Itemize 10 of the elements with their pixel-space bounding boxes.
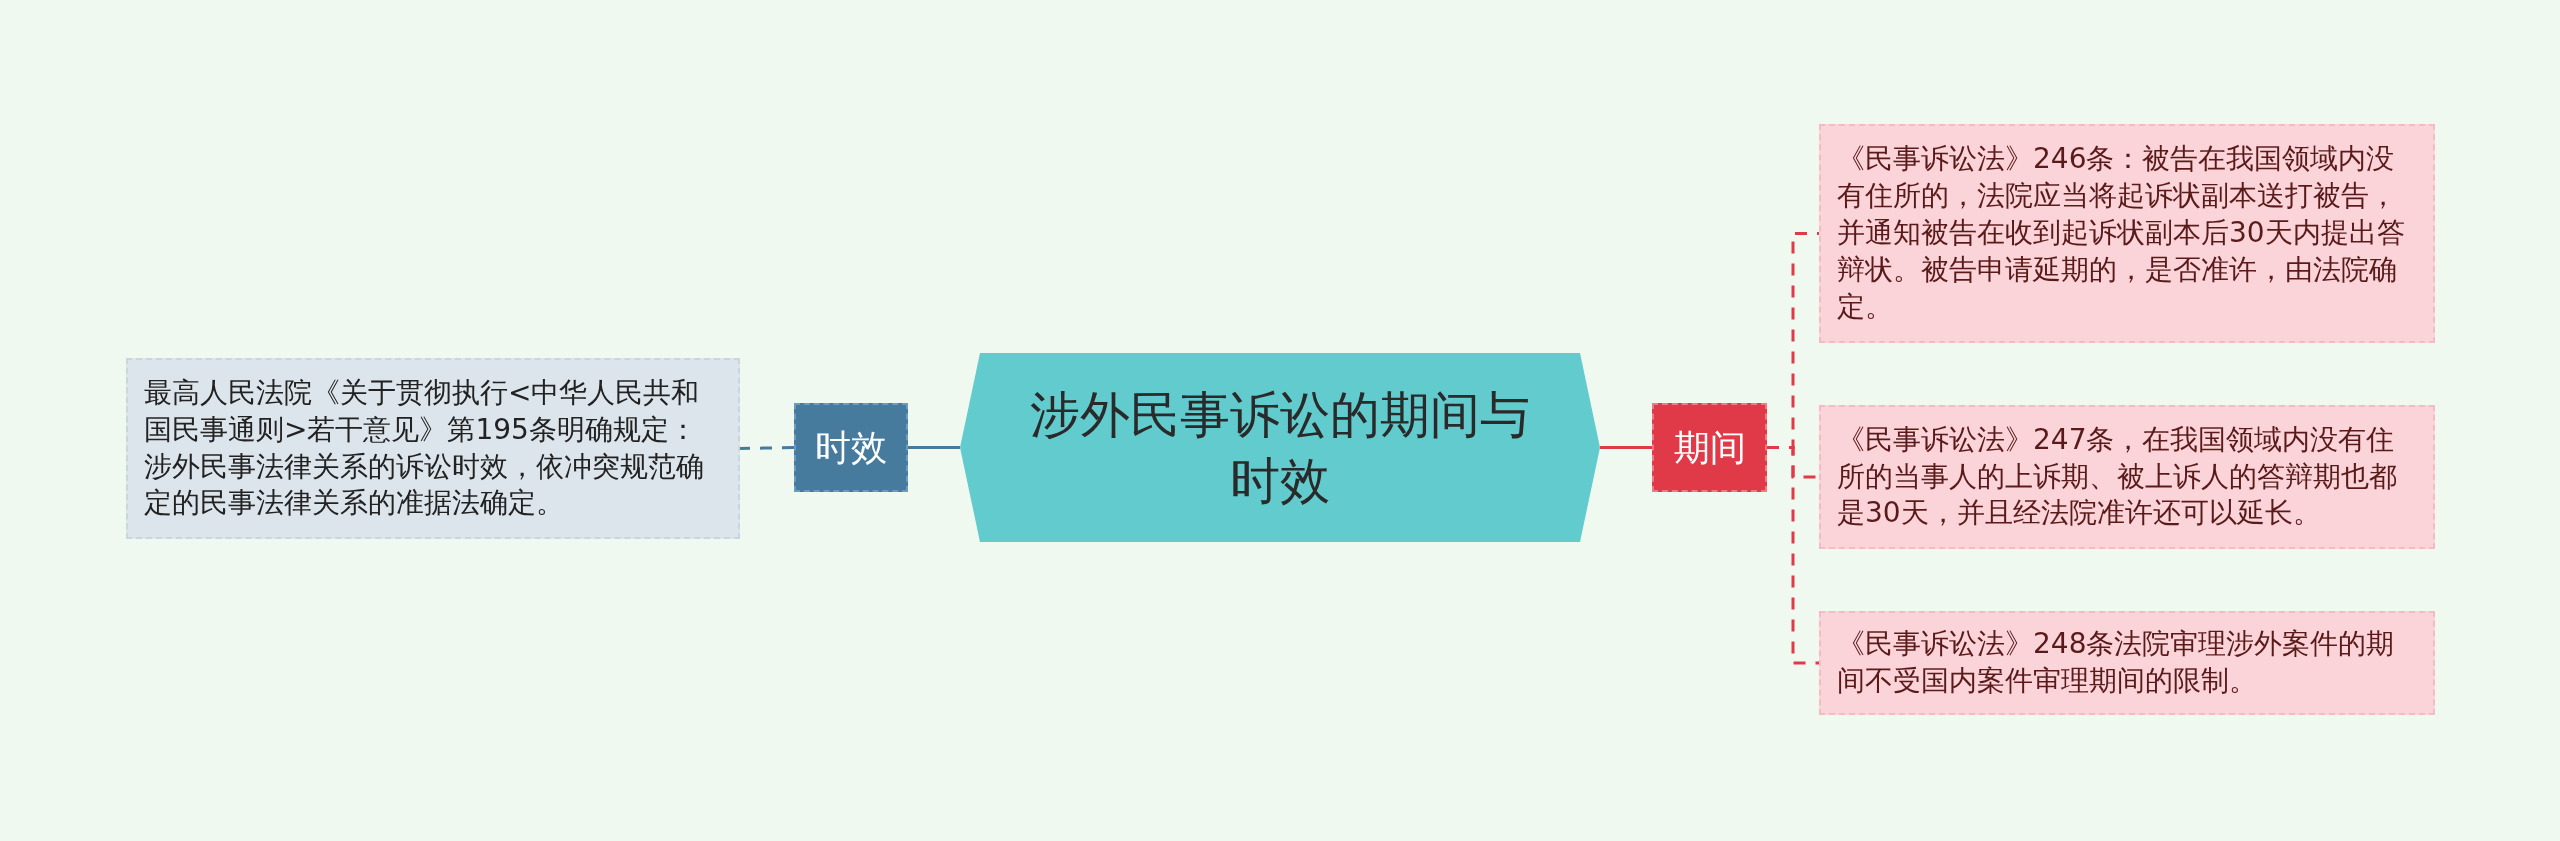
branch-box: 期间 xyxy=(1652,403,1767,492)
connector xyxy=(739,446,795,450)
note-box: 《民事诉讼法》247条，在我国领域内没有住所的当事人的上诉期、被上诉人的答辩期也都是30天，并且经法院准许还可以延长。 xyxy=(1819,405,2435,549)
connector xyxy=(908,446,960,449)
note-box: 《民事诉讼法》248条法院审理涉外案件的期间不受国内案件审理期间的限制。 xyxy=(1819,611,2435,715)
connector xyxy=(1600,446,1652,449)
note-box: 《民事诉讼法》246条：被告在我国领域内没有住所的，法院应当将起诉状副本送打被告，并通知被告在收到起诉状副本后30天内提出答辩状。被告申请延期的，是否准许，由法院确定。 xyxy=(1819,124,2435,343)
note-box: 最高人民法院《关于贯彻执行<中华人民共和国民事通则>若干意见》第195条明确规定：涉外民事法律关系的诉讼时效，依冲突规范确定的民事法律关系的准据法确定。 xyxy=(126,358,740,539)
topic-hexagon: 涉外民事诉讼的期间与时效 xyxy=(960,353,1600,542)
branch-box: 时效 xyxy=(794,403,908,492)
